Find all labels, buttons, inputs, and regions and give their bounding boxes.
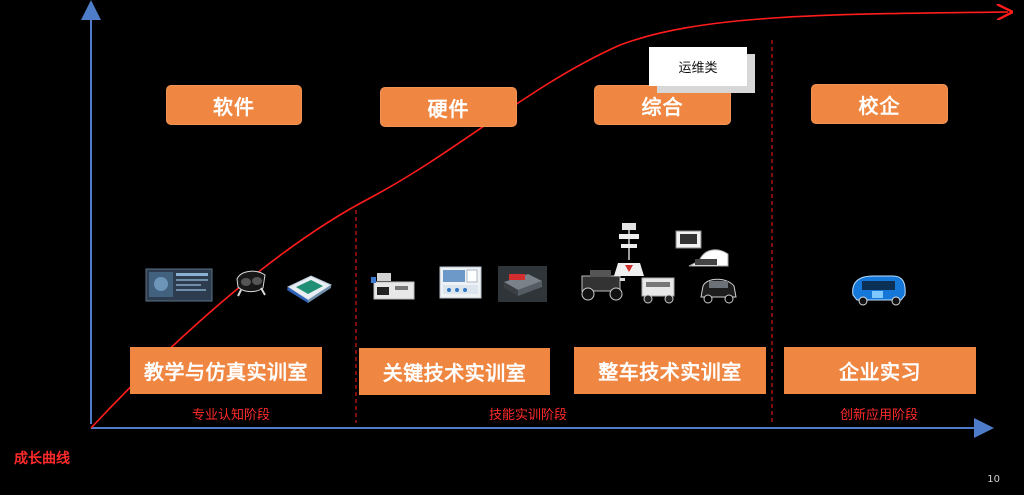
page-number: 10 (987, 474, 1000, 485)
stage-innovation-application: 创新应用阶段 (839, 408, 918, 423)
small-autonomous-vehicle-icon (574, 264, 630, 304)
delivery-robot-icon (637, 272, 680, 305)
stage-professional-awareness: 专业认知阶段 (191, 408, 270, 423)
lab-vehicle-technology: 整车技术实训室 (574, 347, 766, 394)
lab-enterprise-internship: 企业实习 (784, 347, 976, 394)
autonomous-bus-icon (849, 272, 908, 306)
robot-chassis-icon (497, 265, 548, 303)
category-hardware: 硬件 (380, 87, 517, 127)
stage-skill-training: 技能实训阶段 (488, 408, 567, 423)
lab-bench-icon (369, 268, 417, 302)
category-software: 软件 (166, 85, 302, 125)
category-comprehensive: 综合 (594, 85, 731, 125)
category-school-enterprise: 校企 (811, 84, 948, 124)
autonomous-suv-icon (697, 272, 740, 307)
lab-teaching-simulation: 教学与仿真实训室 (130, 347, 322, 394)
maintenance-callout: 运维类 (649, 47, 747, 86)
lab-key-technology: 关键技术实训室 (359, 348, 550, 395)
radar-tower-icon (612, 220, 647, 278)
growth-curve-axis-title: 成长曲线 (14, 451, 70, 467)
training-rack-icon (437, 265, 484, 302)
simulation-cockpit-icon (671, 226, 731, 274)
screen-ui-icon (145, 268, 213, 302)
circuit-board-icon (284, 272, 334, 304)
vr-headset-icon (232, 265, 270, 299)
